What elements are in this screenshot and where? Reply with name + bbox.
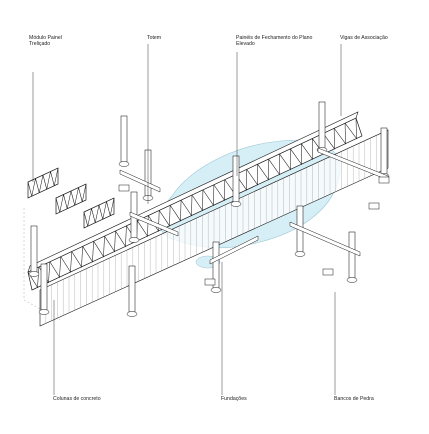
foundation-5: [294, 251, 306, 257]
label-totem-text: Totem: [147, 35, 162, 41]
upper-truss-web: [268, 153, 280, 176]
bench-1: [118, 184, 130, 192]
module-3-frame: [83, 197, 115, 229]
module-1-web: [50, 167, 59, 186]
upper-truss-web: [202, 184, 215, 207]
module-3-web: [83, 208, 92, 227]
upper-truss-web: [235, 169, 247, 191]
label-bancos: Bancos de Pedra: [334, 396, 374, 402]
upper-truss-web: [333, 123, 346, 145]
foundation-3: [128, 237, 140, 243]
label-modulo-painel-line1: Módulo Painel: [29, 35, 62, 41]
module-3-web: [91, 204, 100, 223]
upper-truss-top: [27, 111, 359, 273]
foundation-4: [28, 271, 40, 277]
module-2-web: [55, 194, 64, 213]
beam-5: [129, 211, 179, 237]
module-3-web: [106, 197, 115, 216]
upper-truss-web: [49, 256, 62, 279]
truss-modules: [27, 167, 115, 229]
column-10: [232, 155, 240, 203]
beam-2: [289, 221, 361, 257]
module-3-web: [98, 201, 107, 220]
beam-3: [209, 235, 259, 265]
label-vigas: Vigas de Associação: [340, 35, 388, 41]
upper-truss-web: [290, 143, 302, 166]
upper-truss-web: [104, 230, 116, 253]
label-paineis-line1: Painéis de Fechamento do Plano: [236, 35, 313, 41]
upper-truss-web: [169, 200, 182, 222]
bench-4: [378, 176, 390, 184]
upper-truss-web: [344, 117, 357, 140]
upper-truss-beam: [27, 111, 363, 291]
column-8: [318, 101, 326, 149]
module-2-frame: [55, 183, 87, 215]
upper-truss-web: [257, 159, 269, 181]
column-7: [348, 231, 356, 279]
column-9: [380, 127, 388, 175]
label-bancos-text: Bancos de Pedra: [334, 396, 374, 402]
upper-truss-web: [246, 164, 258, 186]
beam-1: [119, 169, 161, 193]
label-colunas: Colunas de concreto: [53, 396, 101, 402]
upper-truss-web: [71, 246, 83, 268]
upper-truss-web: [213, 179, 226, 202]
elevated-plane-truss: [39, 129, 389, 327]
bench-5: [204, 278, 216, 286]
stone-benches: [118, 176, 390, 286]
upper-truss-web: [158, 205, 171, 227]
foundation-1: [118, 161, 130, 167]
upper-truss-web: [93, 236, 105, 258]
module-1-frame: [27, 167, 59, 199]
column-11: [40, 263, 48, 311]
foundation-11: [38, 309, 50, 315]
upper-truss-web: [115, 225, 127, 248]
upper-truss-web: [191, 189, 204, 212]
module-2-web: [70, 187, 79, 206]
bench-3: [368, 202, 380, 210]
label-vigas-text: Vigas de Associação: [340, 35, 388, 41]
column-12: [128, 265, 136, 313]
leader-lines: [32, 44, 342, 395]
module-2-web: [78, 183, 87, 202]
label-modulo-painel-line2: Treliçado: [29, 41, 51, 47]
column-4: [30, 225, 38, 273]
upper-truss-web: [322, 128, 335, 150]
upper-truss-web: [148, 210, 160, 232]
foundation-12: [126, 311, 138, 317]
upper-truss-web: [60, 251, 73, 273]
foundation-7: [346, 277, 358, 283]
label-fundacoes-text: Fundações: [221, 396, 247, 402]
upper-truss-web: [180, 194, 193, 217]
foundation-10: [230, 201, 242, 207]
bench-2: [322, 268, 334, 276]
foundation-6: [210, 287, 222, 293]
association-beams: [119, 147, 389, 265]
module-1-web: [35, 174, 44, 193]
module-1-web: [27, 178, 36, 197]
label-paineis: Painéis de Fechamento do Plano Elevado: [236, 35, 312, 47]
column-1: [120, 115, 128, 163]
upper-truss-web: [82, 241, 94, 263]
label-fundacoes: Fundações: [221, 396, 247, 402]
module-2-web: [63, 190, 72, 209]
upper-truss-web: [279, 148, 291, 171]
upper-truss-web: [301, 138, 313, 160]
label-totem: Totem: [147, 35, 161, 41]
module-1-web: [42, 171, 51, 190]
label-colunas-text: Colunas de concreto: [53, 396, 101, 402]
label-paineis-line2: Elevado: [236, 41, 255, 47]
label-modulo-painel: Módulo Painel Treliçado: [29, 35, 62, 47]
